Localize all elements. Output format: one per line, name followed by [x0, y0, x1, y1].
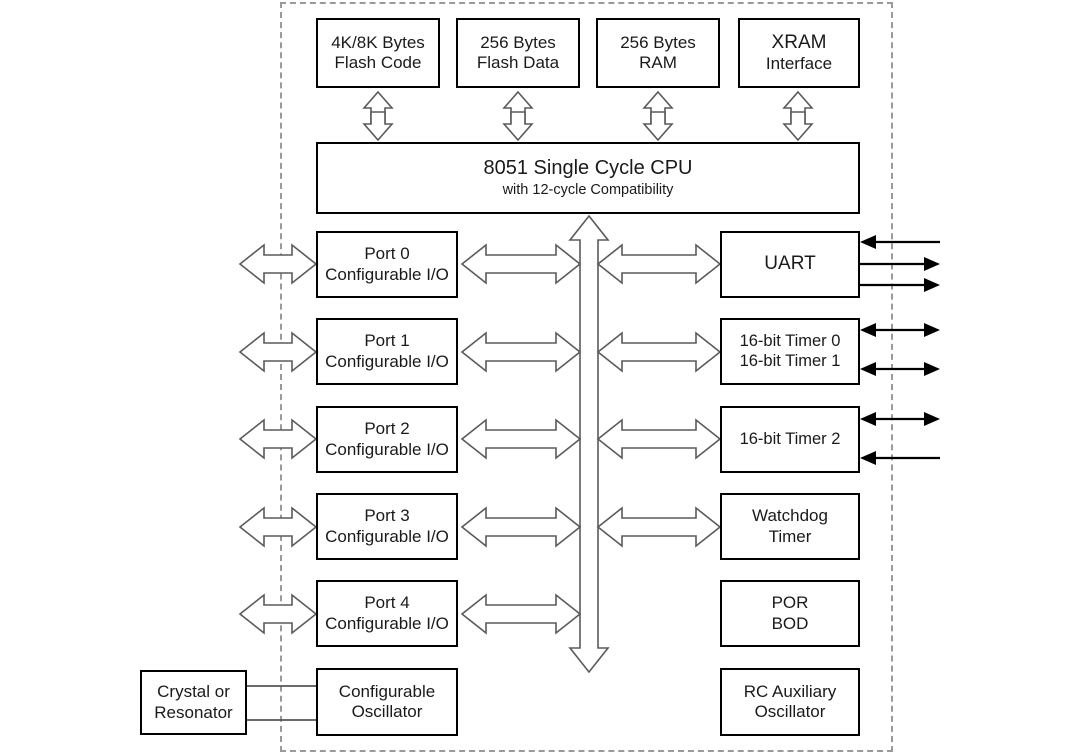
block-port-0[interactable]: Port 0 Configurable I/O	[316, 231, 458, 298]
bus-link-port-3	[460, 506, 582, 548]
watchdog-line1: Watchdog	[752, 506, 828, 526]
rc-aux-line1: RC Auxiliary	[743, 681, 837, 701]
bus-link-watchdog	[596, 506, 722, 548]
bus-link-uart	[596, 243, 722, 285]
flash-data-line2: Flash Data	[476, 53, 560, 72]
block-port-3[interactable]: Port 3 Configurable I/O	[316, 493, 458, 560]
block-port-4[interactable]: Port 4 Configurable I/O	[316, 580, 458, 647]
block-timer-2[interactable]: 16-bit Timer 2	[720, 406, 860, 473]
block-crystal-or-resonator[interactable]: Crystal or Resonator	[140, 670, 247, 735]
block-cpu[interactable]: 8051 Single Cycle CPU with 12-cycle Comp…	[316, 142, 860, 214]
rc-aux-line2: Oscillator	[754, 702, 826, 721]
watchdog-line2: Timer	[768, 526, 812, 546]
port-2-line2: Configurable I/O	[325, 439, 449, 459]
timer-2-external-signals	[860, 412, 940, 465]
block-por-bod[interactable]: POR BOD	[720, 580, 860, 647]
uart-external-signals	[860, 235, 940, 292]
bus-link-timer-2	[596, 418, 722, 460]
port-3-line2: Configurable I/O	[325, 526, 449, 546]
port-4-line1: Port 4	[364, 593, 410, 613]
cpu-title: 8051 Single Cycle CPU	[483, 156, 693, 179]
port-0-line2: Configurable I/O	[325, 264, 449, 284]
bus-link-port-4	[460, 593, 582, 635]
block-flash-data[interactable]: 256 Bytes Flash Data	[456, 18, 580, 88]
bus-link-port-2	[460, 418, 582, 460]
port-4-line2: Configurable I/O	[325, 613, 449, 633]
uart-label: UART	[764, 253, 816, 275]
external-io-arrow-port-4	[238, 593, 318, 635]
timer-0-label: 16-bit Timer 0	[739, 332, 841, 351]
external-io-arrow-port-3	[238, 506, 318, 548]
port-2-line1: Port 2	[364, 419, 410, 439]
port-1-line2: Configurable I/O	[325, 351, 449, 371]
central-bus-arrow	[568, 214, 610, 674]
block-uart[interactable]: UART	[720, 231, 860, 298]
ram-line1: 256 Bytes	[620, 32, 696, 52]
timer-0-1-external-signals	[860, 323, 940, 376]
bus-link-port-1	[460, 331, 582, 373]
crystal-oscillator-link	[247, 685, 316, 721]
flash-data-line1: 256 Bytes	[480, 32, 556, 52]
crystal-line2: Resonator	[154, 702, 233, 722]
block-watchdog-timer[interactable]: Watchdog Timer	[720, 493, 860, 560]
xram-line2: Interface	[765, 54, 833, 74]
timer-2-label: 16-bit Timer 2	[739, 429, 841, 448]
bus-link-timer-0-1	[596, 331, 722, 373]
oscillator-line2: Oscillator	[351, 702, 423, 721]
bus-link-port-0	[460, 243, 582, 285]
block-ram[interactable]: 256 Bytes RAM	[596, 18, 720, 88]
bus-arrow-xram	[782, 90, 814, 142]
oscillator-line1: Configurable	[338, 681, 436, 701]
bus-arrow-ram	[642, 90, 674, 142]
external-io-arrow-port-0	[238, 243, 318, 285]
block-configurable-oscillator[interactable]: Configurable Oscillator	[316, 668, 458, 736]
bod-label: BOD	[771, 613, 809, 633]
crystal-line1: Crystal or	[157, 682, 230, 702]
port-1-line1: Port 1	[364, 331, 410, 351]
flash-code-line2: Flash Code	[334, 53, 422, 72]
external-io-arrow-port-2	[238, 418, 318, 460]
cpu-subtitle: with 12-cycle Compatibility	[502, 182, 674, 199]
xram-line1: XRAM	[771, 31, 827, 53]
port-3-line1: Port 3	[364, 506, 410, 526]
block-xram-interface[interactable]: XRAM Interface	[738, 18, 860, 88]
block-flash-code[interactable]: 4K/8K Bytes Flash Code	[316, 18, 440, 88]
bus-arrow-flash-data	[502, 90, 534, 142]
timer-1-label: 16-bit Timer 1	[739, 351, 841, 370]
block-port-1[interactable]: Port 1 Configurable I/O	[316, 318, 458, 385]
block-rc-auxiliary-oscillator[interactable]: RC Auxiliary Oscillator	[720, 668, 860, 736]
port-0-line1: Port 0	[364, 244, 410, 264]
ram-line2: RAM	[639, 53, 677, 72]
block-timer-0-1[interactable]: 16-bit Timer 0 16-bit Timer 1	[720, 318, 860, 385]
bus-arrow-flash-code	[362, 90, 394, 142]
por-label: POR	[771, 593, 809, 613]
flash-code-line1: 4K/8K Bytes	[331, 32, 425, 52]
external-io-arrow-port-1	[238, 331, 318, 373]
block-port-2[interactable]: Port 2 Configurable I/O	[316, 406, 458, 473]
